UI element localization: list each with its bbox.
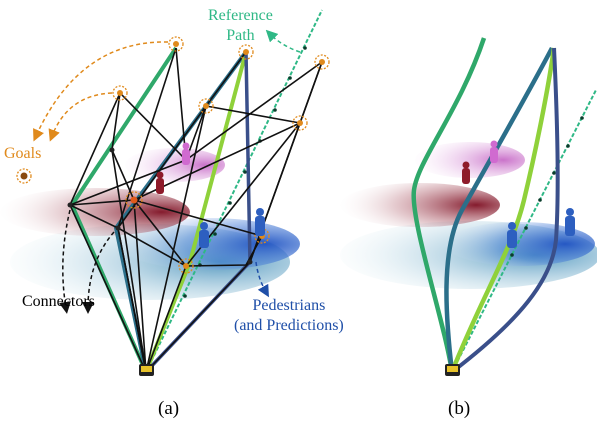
pedestrian-icon xyxy=(199,208,265,248)
robot-icon xyxy=(139,364,154,376)
connectors-arrow-1 xyxy=(59,209,71,314)
path-lime-b xyxy=(449,47,557,373)
panel-b-caption: (b) xyxy=(448,398,471,419)
pedestrian-icon xyxy=(462,161,470,184)
goals-label: Goals xyxy=(4,145,42,162)
reference-path-line xyxy=(145,9,323,373)
goal-marker-icon xyxy=(238,44,254,60)
pedestrian-icon xyxy=(182,142,190,165)
goals-arrow-1 xyxy=(33,41,169,142)
goal-markers xyxy=(16,36,330,274)
panel-b xyxy=(340,37,597,376)
path-green-b xyxy=(411,37,487,373)
connectors-label: Connectors xyxy=(22,293,95,310)
goal-marker-icon xyxy=(292,115,308,131)
goal-marker-icon xyxy=(112,85,128,101)
pedestrians-label-line2: (and Predictions) xyxy=(234,317,344,334)
goal-marker-icon xyxy=(168,36,184,52)
panel-a xyxy=(0,9,330,376)
panel-a-caption: (a) xyxy=(158,398,180,419)
reference-path-label: Reference Path xyxy=(208,6,273,46)
path-navy-b xyxy=(450,47,560,374)
goal-marker-icon xyxy=(314,54,330,70)
pedestrians-label: Pedestrians (and Predictions) xyxy=(234,296,344,336)
goals-arrow-2 xyxy=(48,92,113,142)
connectors-arrow-2 xyxy=(82,231,115,314)
goal-marker-icon xyxy=(16,168,32,184)
pedestrian-icon xyxy=(490,140,498,163)
pedestrian-icon xyxy=(507,208,575,248)
reference-path-arrow xyxy=(265,29,301,53)
reference-path-label-line1: Reference xyxy=(208,7,273,24)
goal-marker-icon xyxy=(178,258,194,274)
reference-path-line-b xyxy=(451,89,597,373)
pedestrian-icon xyxy=(156,171,164,194)
goal-marker-icon xyxy=(125,191,143,209)
robot-icon xyxy=(445,364,460,376)
reference-path-label-line2: Path xyxy=(226,27,255,44)
goal-marker-icon xyxy=(198,98,214,114)
pedestrians-arrow xyxy=(255,261,269,298)
pedestrians-label-line1: Pedestrians xyxy=(252,297,326,314)
path-teal-b xyxy=(444,46,554,373)
